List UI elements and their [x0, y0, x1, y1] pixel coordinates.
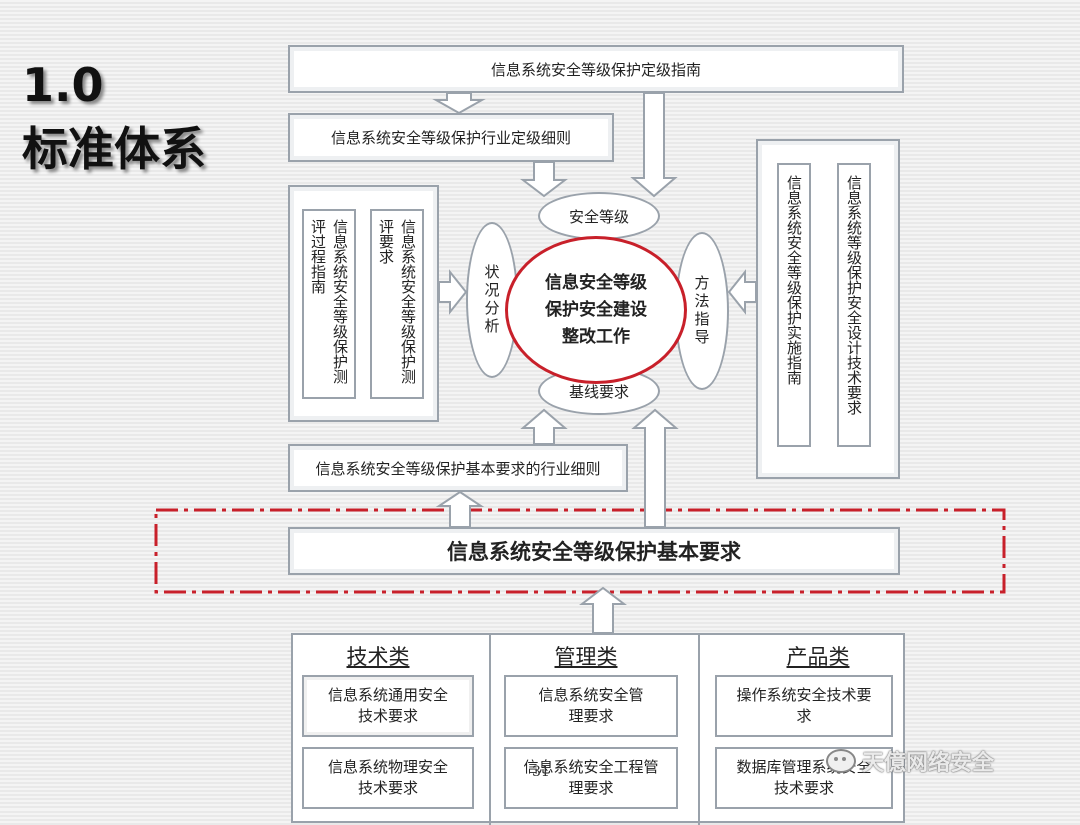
basic-requirement-label: 信息系统安全等级保护基本要求	[447, 540, 741, 564]
implementation-box: 信息系统安全等级保护实施指南 信息系统等级保护安全设计技术要求	[756, 139, 900, 479]
tech-item-1-label: 信息系统通用安全技术要求	[327, 686, 448, 725]
category-heading-management: 管理类	[554, 645, 618, 669]
industry-basic-label: 信息系统安全等级保护基本要求的行业细则	[315, 459, 601, 478]
arrow-basic-to-baseline	[631, 408, 679, 528]
mgmt-item-2: 信息系统安全工程管理要求	[504, 747, 678, 809]
impl-guide-inner: 信息系统安全等级保护实施指南	[777, 163, 811, 447]
mgmt-item-2-label: 信息系统安全工程管理要求	[523, 758, 659, 797]
product-item-1-label: 操作系统安全技术要求	[736, 686, 872, 725]
status-analysis-label: 状况分析	[482, 264, 501, 336]
watermark: 天億网络安全	[826, 745, 994, 777]
category-divider-2	[698, 635, 700, 825]
tech-item-2: 信息系统物理安全技术要求	[302, 747, 474, 809]
arrow-industry-basic-to-baseline	[520, 408, 568, 445]
categories-container: 技术类 信息系统通用安全技术要求 信息系统物理安全技术要求 管理类 信息系统安全…	[291, 633, 905, 825]
core-work-ellipse: 信息安全等级 保护安全建设 整改工作	[505, 236, 687, 384]
eval-req-inner: 评要求 信息系统安全等级保护测	[370, 209, 424, 399]
eval-guide-text-a: 评过程指南	[309, 219, 327, 294]
basic-requirement-frame	[154, 508, 1006, 594]
eval-req-text-a: 评要求	[377, 219, 395, 264]
eval-guide-col-b: 信息系统安全等级保护测	[331, 219, 349, 397]
category-divider-1	[489, 635, 491, 825]
core-line-2: 保护安全建设	[545, 299, 647, 320]
category-heading-product: 产品类	[786, 645, 850, 669]
eval-req-col-b: 信息系统安全等级保护测	[399, 219, 417, 397]
design-req-text: 信息系统等级保护安全设计技术要求	[845, 175, 863, 415]
baseline-label: 基线要求	[568, 382, 629, 401]
grading-guide-box: 信息系统安全等级保护定级指南	[288, 45, 904, 93]
arrow-basic-to-industry-basic	[435, 490, 485, 528]
industry-basic-box: 信息系统安全等级保护基本要求的行业细则	[288, 444, 628, 492]
mgmt-item-1-label: 信息系统安全管理要求	[538, 686, 644, 725]
method-guidance-label: 方法指导	[692, 275, 711, 347]
core-line-3: 整改工作	[562, 326, 630, 347]
wechat-icon	[826, 749, 856, 773]
arrow-top-to-level	[630, 92, 678, 198]
design-req-inner: 信息系统等级保护安全设计技术要求	[837, 163, 871, 447]
arrow-eval-to-status	[438, 269, 468, 315]
eval-guide-text-b: 信息系统安全等级保护测	[331, 219, 349, 384]
evaluation-box: 评过程指南 信息系统安全等级保护测 评要求 信息系统安全等级保护测	[288, 185, 439, 422]
arrow-right-to-method	[727, 269, 757, 315]
impl-guide-text: 信息系统安全等级保护实施指南	[785, 175, 803, 385]
page-title: 1.0 标准体系	[22, 56, 206, 178]
basic-requirement-box: 信息系统安全等级保护基本要求	[288, 527, 900, 575]
arrow-top-to-industry	[432, 92, 486, 115]
grading-guide-label: 信息系统安全等级保护定级指南	[490, 60, 701, 79]
security-level-label: 安全等级	[568, 207, 629, 226]
title-line-1: 1.0	[22, 58, 104, 112]
eval-req-text-b: 信息系统安全等级保护测	[399, 219, 417, 384]
eval-guide-inner: 评过程指南 信息系统安全等级保护测	[302, 209, 356, 399]
industry-grading-box: 信息系统安全等级保护行业定级细则	[288, 113, 614, 162]
arrow-industry-to-level	[520, 161, 568, 198]
product-item-2: 数据库管理系统安全技术要求	[715, 747, 893, 809]
core-line-1: 信息安全等级	[545, 272, 647, 293]
mgmt-item-1: 信息系统安全管理要求	[504, 675, 678, 737]
tech-item-1: 信息系统通用安全技术要求	[302, 675, 474, 737]
industry-grading-label: 信息系统安全等级保护行业定级细则	[330, 129, 571, 147]
tech-item-2-label: 信息系统物理安全技术要求	[327, 758, 448, 797]
title-line-2: 标准体系	[22, 122, 206, 176]
product-item-1: 操作系统安全技术要求	[715, 675, 893, 737]
eval-guide-col-a: 评过程指南	[309, 219, 327, 397]
security-level-ellipse: 安全等级	[538, 192, 660, 240]
category-heading-tech: 技术类	[346, 645, 410, 669]
eval-req-col-a: 评要求	[377, 219, 395, 397]
arrow-categories-to-basic	[579, 586, 627, 634]
watermark-text: 天億网络安全	[862, 751, 995, 776]
page-number: 31	[532, 764, 550, 780]
